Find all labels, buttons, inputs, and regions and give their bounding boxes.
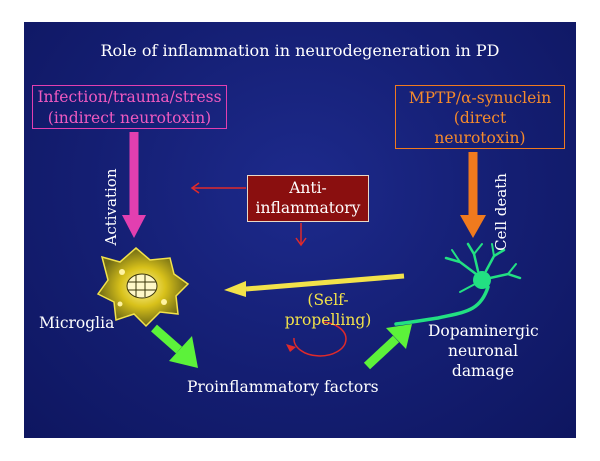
microglia-label: Microglia	[39, 314, 115, 332]
direct-neurotoxin-box: MPTP/α-synuclein (direct neurotoxin)	[395, 85, 565, 149]
neuron-icon	[394, 242, 522, 326]
activation-label: Activation	[102, 168, 120, 246]
anti-inflammatory-line2: inflammatory	[255, 199, 361, 217]
cell-death-arrow	[460, 152, 486, 238]
microglia-cell-icon	[96, 247, 190, 328]
indirect-neurotoxin-line2: (indirect neurotoxin)	[47, 109, 212, 127]
diagram-title: Role of inflammation in neurodegeneratio…	[100, 41, 500, 60]
direct-neurotoxin-line3: neurotoxin)	[434, 129, 526, 147]
self-propelling-line2: propelling)	[284, 311, 372, 329]
direct-neurotoxin-line1: MPTP/α-synuclein	[408, 89, 552, 107]
diagram-canvas	[96, 132, 522, 370]
anti-inflammatory-box: Anti- inflammatory	[247, 175, 369, 222]
self-propelling-line1: (Self-	[307, 291, 349, 309]
self-propelling-loop-icon	[286, 321, 347, 357]
anti-inflammatory-down-arrow	[295, 223, 307, 247]
anti-inflammatory-line1: Anti-	[289, 179, 327, 197]
indirect-neurotoxin-box: Infection/trauma/stress (indirect neurot…	[32, 85, 227, 129]
dopaminergic-line3: damage	[451, 362, 515, 380]
dopaminergic-line2: neuronal	[447, 342, 519, 360]
self-propelling-arrow	[224, 273, 405, 297]
activation-arrow	[122, 132, 146, 238]
self-propelling-label: (Self- propelling)	[278, 290, 378, 330]
microglia-to-factors-arrow	[151, 324, 198, 368]
indirect-neurotoxin-line1: Infection/trauma/stress	[37, 88, 222, 106]
dopaminergic-damage-label: Dopaminergic neuronal damage	[428, 321, 539, 381]
anti-inflammatory-left-arrow	[190, 182, 246, 194]
dopaminergic-line1: Dopaminergic	[428, 322, 539, 340]
proinflammatory-factors-label: Proinflammatory factors	[187, 378, 379, 396]
factors-to-neuron-arrow	[363, 324, 412, 370]
direct-neurotoxin-line2: (direct	[453, 109, 507, 127]
cell-death-label: Cell death	[492, 173, 510, 251]
slide-background: Role of inflammation in neurodegeneratio…	[24, 22, 576, 438]
